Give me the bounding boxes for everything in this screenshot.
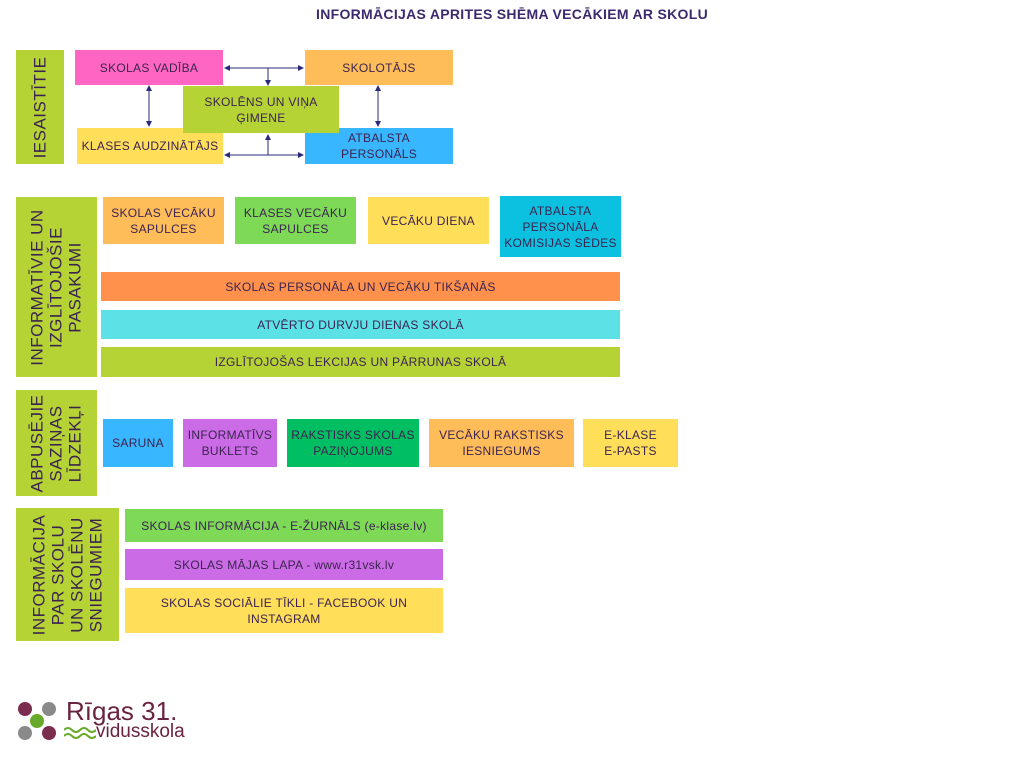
box-klases-audzinatajs: KLASES AUDZINĀTĀJS	[77, 128, 223, 164]
box-rakstisks-pazinojums: RAKSTISKS SKOLAS PAZIŅOJUMS	[287, 419, 419, 467]
box-atbalsta-personals: ATBALSTA PERSONĀLS	[305, 128, 453, 164]
box-informativs-buklets: INFORMATĪVS BUKLETS	[183, 419, 277, 467]
section-label-text: INFORMATĪVIE UN IZGLĪTOJOŠIE PASAKUMI	[28, 208, 86, 366]
section-label-informacija: INFORMĀCIJA PAR SKOLU UN SKOLĒNU SNIEGUM…	[16, 508, 119, 641]
section-label-pasakumi: INFORMATĪVIE UN IZGLĪTOJOŠIE PASAKUMI	[16, 197, 97, 377]
box-komisijas-sedes: ATBALSTA PERSONĀLA KOMISIJAS SĒDES	[500, 196, 621, 257]
section-label-text: INFORMĀCIJA PAR SKOLU UN SKOLĒNU SNIEGUM…	[29, 514, 106, 635]
box-lekcijas: IZGLĪTOJOŠAS LEKCIJAS UN PĀRRUNAS SKOLĀ	[101, 347, 620, 377]
logo-waves-icon	[64, 727, 96, 739]
box-skolas-vadiba: SKOLAS VADĪBA	[75, 50, 223, 85]
logo-name: Rīgas 31.	[66, 696, 178, 726]
section-label-text: ABPUSĒJIE SAZIŅAS LĪDZEKĻI	[28, 393, 86, 493]
box-tiksanas: SKOLAS PERSONĀLA UN VECĀKU TIKŠANĀS	[101, 272, 620, 301]
box-e-zurnals: SKOLAS INFORMĀCIJA - E-ŽURNĀLS (e-klase.…	[125, 509, 443, 542]
box-skolotajs: SKOLOTĀJS	[305, 50, 453, 85]
box-majas-lapa: SKOLAS MĀJAS LAPA - www.r31vsk.lv	[125, 549, 443, 580]
box-vecaku-diena: VECĀKU DIENA	[368, 197, 489, 244]
box-socialie-tikli: SKOLAS SOCIĀLIE TĪKLI - FACEBOOK UN INST…	[125, 588, 443, 633]
page-title: INFORMĀCIJAS APRITES SHĒMA VECĀKIEM AR S…	[316, 6, 708, 22]
logo-subtitle: vidusskola	[96, 721, 185, 742]
section-label-lidzekli: ABPUSĒJIE SAZIŅAS LĪDZEKĻI	[16, 390, 97, 496]
box-skolens-gimene: SKOLĒNS UN VIŅA ĢIMENE	[183, 86, 339, 133]
box-skolas-vecaku-sapulces: SKOLAS VECĀKU SAPULCES	[103, 197, 224, 244]
box-saruna: SARUNA	[103, 419, 173, 467]
box-eklase-epasts: E-KLASE E-PASTS	[583, 419, 678, 467]
section-label-iesaistitie: IESAISTĪTIE	[16, 50, 64, 164]
school-logo-icon	[18, 702, 56, 740]
box-klases-vecaku-sapulces: KLASES VECĀKU SAPULCES	[235, 197, 356, 244]
section-label-text: IESAISTĪTIE	[30, 56, 50, 158]
box-atverto-durvju: ATVĒRTO DURVJU DIENAS SKOLĀ	[101, 310, 620, 339]
box-vecaku-iesniegums: VECĀKU RAKSTISKS IESNIEGUMS	[429, 419, 574, 467]
